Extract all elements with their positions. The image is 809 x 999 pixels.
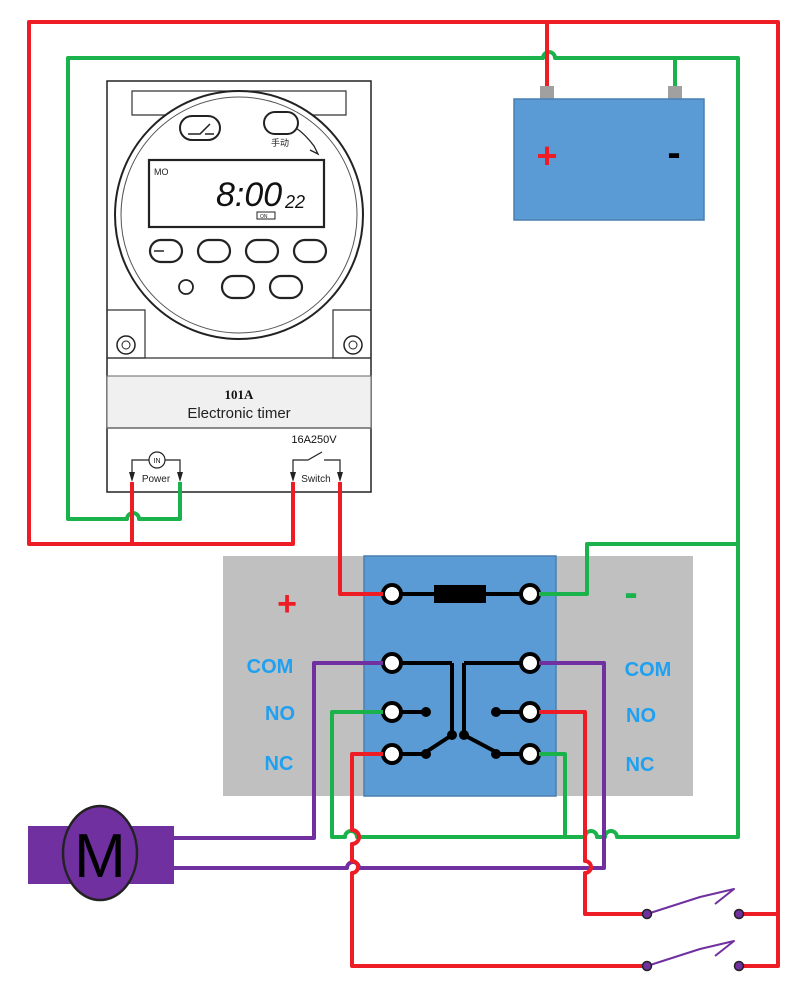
green-wire-coil-negative	[539, 542, 738, 596]
switch-upper-blade	[646, 888, 735, 915]
relay-minus-label: -	[624, 571, 637, 615]
red-wire-battery-positive-right	[547, 20, 780, 916]
relay-contact-dots	[421, 707, 501, 759]
red-wires	[27, 20, 780, 968]
timer-switch-label: Switch	[301, 474, 330, 485]
hand-pointer-icon	[295, 127, 320, 156]
switch-lower-terminal-left	[641, 960, 653, 972]
red-wire-nc-left	[350, 752, 647, 968]
com-terminal-left	[381, 652, 403, 674]
switch-lower-blade	[646, 940, 735, 967]
green-wire-timer-power	[66, 50, 738, 521]
no-terminal-left	[381, 701, 403, 723]
power-in-icon	[148, 451, 166, 469]
lcd-seconds: 22	[284, 192, 305, 212]
red-wire-timer-power	[130, 482, 295, 546]
timer-in-label: IN	[154, 458, 161, 465]
timer-button-3[interactable]	[244, 238, 280, 264]
nc-terminal-left	[381, 743, 403, 765]
timer-rating: 16A250V	[291, 434, 337, 446]
switch-upper-terminal-right	[733, 908, 745, 920]
battery-minus-label: -	[667, 131, 680, 175]
battery-terminal-positive	[540, 86, 554, 100]
red-wire-battery-positive-left	[27, 20, 549, 546]
battery-plus-label: +	[536, 135, 557, 176]
red-wire-no-right	[539, 710, 647, 916]
coil-terminal-right	[519, 583, 541, 605]
switch-symbol-icon	[188, 123, 214, 135]
relay-left-no-label: NO	[265, 703, 295, 725]
timer-model: 101A	[225, 387, 255, 402]
battery	[513, 98, 705, 221]
motor-label: M	[74, 822, 126, 891]
timer-button-6[interactable]	[268, 274, 304, 300]
timer-manual-label: 手动	[271, 137, 289, 148]
com-terminal-right	[519, 652, 541, 674]
relay-left-com-label: COM	[247, 656, 294, 678]
timer-button-2[interactable]	[196, 238, 232, 264]
switch-contact-icon	[292, 451, 341, 472]
motor: M	[28, 804, 174, 902]
relay-left-nc-label: NC	[265, 753, 294, 775]
timer-button-switch[interactable]	[179, 115, 221, 141]
no-terminal-right	[519, 701, 541, 723]
timer-button-1[interactable]	[148, 238, 184, 264]
timer-button-4[interactable]	[292, 238, 328, 264]
timer-button-manual[interactable]	[263, 111, 299, 135]
timer-button-5[interactable]	[220, 274, 256, 300]
electronic-timer: 手动 MO 8:00 22 ON 101A Electronic timer 1…	[106, 80, 372, 493]
lcd-tag: ON	[260, 214, 268, 220]
switch-lower-terminal-right	[733, 960, 745, 972]
relay-right-nc-label: NC	[626, 754, 655, 776]
relay-plus-label: +	[277, 585, 297, 623]
purple-wire-com-left	[174, 661, 383, 840]
green-wire-nc-right	[539, 752, 567, 837]
relay-coil	[434, 585, 486, 603]
timer-lcd	[147, 158, 326, 229]
lcd-day: MO	[154, 167, 169, 177]
nc-terminal-right	[519, 743, 541, 765]
red-wire-coil-positive	[338, 482, 383, 596]
coil-terminal-left	[381, 583, 403, 605]
timer-power-label: Power	[142, 474, 171, 485]
timer-reset-button[interactable]	[178, 279, 194, 295]
green-wires	[66, 50, 740, 839]
red-wire-switch-lower-feed	[739, 914, 780, 968]
switch-upper-terminal-left	[641, 908, 653, 920]
timer-name: Electronic timer	[187, 405, 290, 422]
green-wire-no-left	[330, 710, 563, 839]
relay-terminals	[381, 583, 541, 765]
pushbutton-switches	[641, 908, 745, 972]
lcd-time: 8:00	[216, 176, 282, 214]
battery-terminal-negative	[668, 86, 682, 100]
relay-right-com-label: COM	[625, 659, 672, 681]
relay-right-no-label: NO	[626, 705, 656, 727]
